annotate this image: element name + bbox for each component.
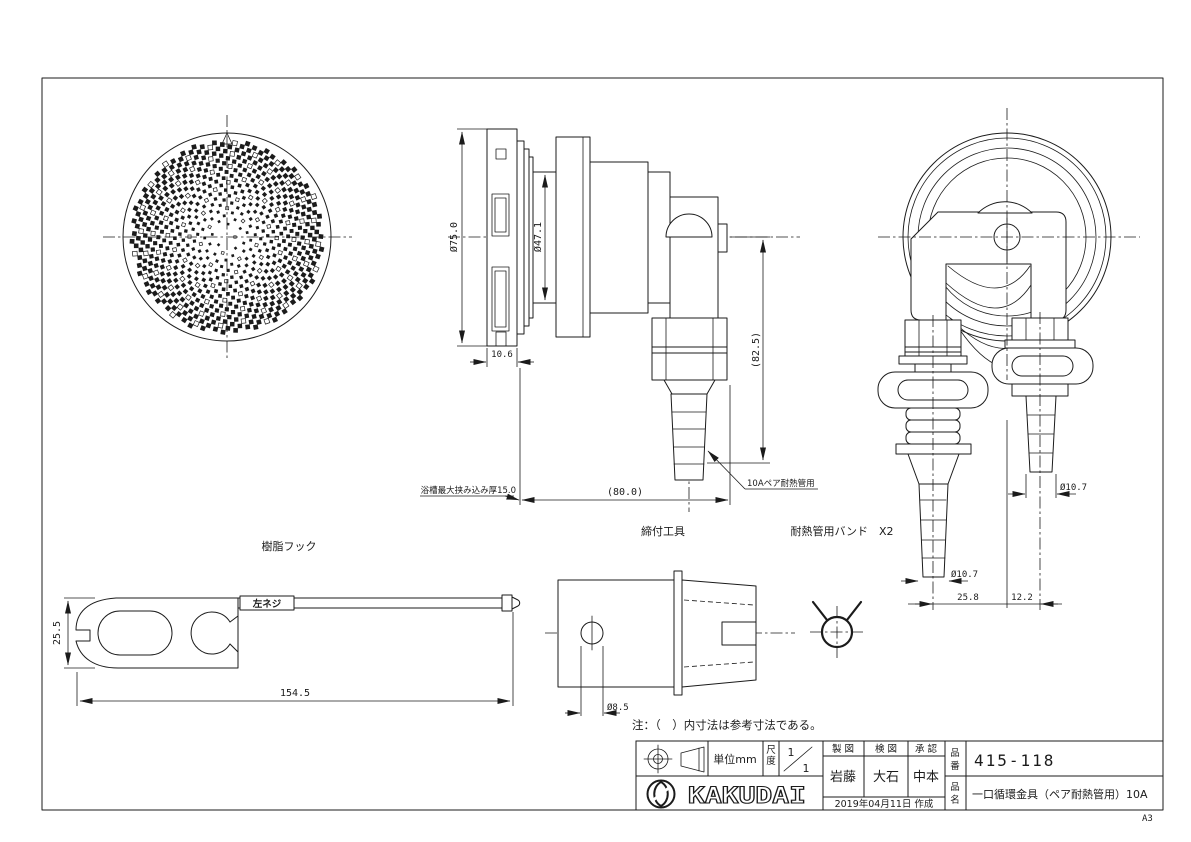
band-prong-left [811, 600, 829, 622]
dim-label-h255: 25.5 [52, 621, 63, 645]
logo-mark-icon [646, 779, 676, 809]
mounting-bracket [910, 211, 1067, 321]
tool-cup [681, 579, 757, 688]
tool-view-label: 締付工具 [641, 524, 685, 538]
creation-date: 2019年04月11日 作成 [835, 798, 934, 810]
pipe-band-view [810, 600, 864, 658]
index-mark-icon [221, 132, 233, 145]
fitting-front-view [877, 108, 1140, 610]
hook-oval-hole [97, 610, 173, 656]
band-prong-right [845, 600, 863, 622]
dim-label-d107-left: Ø10.7 [951, 569, 978, 580]
kakudai-logo: KAKUDAI [646, 779, 807, 810]
drafted-header: 製 図 [832, 743, 854, 755]
cap-dome [977, 201, 1033, 214]
max-clamp-note: 浴槽最大挟み込み厚15.0 [421, 485, 516, 496]
dim-label-d471: Ø47.1 [532, 222, 544, 252]
scale-denominator: 1 [803, 762, 810, 775]
dim-label-h825: (82.5) [751, 332, 762, 368]
scale-numerator: 1 [788, 746, 795, 759]
approved-by: 中本 [913, 770, 939, 785]
left-thread-label: 左ネジ [252, 598, 282, 610]
lock-nut [555, 136, 591, 338]
hose-nut [651, 317, 728, 381]
tightening-tool-view: Ø8.5 [545, 570, 795, 716]
part-no-header: 品番 [950, 748, 960, 772]
side-view-dimensions: Ø75.0 Ø47.1 10.6 (80.0) 浴槽最大挟み込み厚15.0 (8… [420, 128, 818, 505]
hose-barb-left [918, 483, 949, 578]
left-thread-tag [239, 595, 295, 611]
scale-label: 尺度 [766, 745, 776, 767]
drafted-by: 岩藤 [830, 770, 856, 785]
drawing-border [41, 77, 1164, 811]
strainer-cover-view [103, 115, 352, 360]
tool-slot [721, 621, 757, 646]
dim-label-d75: Ø75.0 [448, 222, 460, 252]
brand-name: KAKUDAI [688, 784, 806, 809]
part-number: 415-118 [974, 751, 1055, 770]
band-view-label: 耐熱管用バンド X2 [790, 524, 893, 538]
dim-label-w258: 25.8 [957, 593, 979, 603]
barb-shoulder [663, 379, 716, 395]
dim-label-w80: (80.0) [607, 487, 643, 498]
checked-by: 大石 [873, 770, 899, 785]
dim-label-d85: Ø8.5 [607, 702, 629, 713]
part-name-header: 品名 [950, 782, 960, 806]
projection-symbol-icon [643, 744, 705, 774]
checked-header: 検 図 [875, 743, 897, 755]
title-block: 単位mm 尺度 1 1 製 図 検 図 承 認 岩藤 大石 中本 2019年04… [635, 740, 1164, 811]
unit-label: 単位mm [713, 752, 756, 766]
tool-body [557, 579, 678, 688]
dim-label-w122: 12.2 [1011, 593, 1033, 603]
hook-view-label: 樹脂フック [262, 539, 317, 553]
leader-label-10a: 10Aペア耐熱管用 [747, 478, 815, 489]
dim-label-w106: 10.6 [491, 350, 513, 360]
cover-plate [486, 128, 518, 347]
hose-barb [670, 393, 708, 481]
side-tab [717, 223, 728, 253]
dim-label-d107-right: Ø10.7 [1060, 482, 1087, 493]
tool-flange [673, 570, 683, 696]
valve-body [589, 161, 649, 314]
hook-tip [511, 596, 521, 610]
cap-dome [665, 213, 713, 238]
flange-stack [516, 140, 525, 335]
part-name: 一口循環金具（ペア耐熱管用）10A [972, 787, 1148, 801]
resin-hook-view: 左ネジ 25.5 154.5 [52, 594, 521, 706]
sheet-size-label: A3 [1142, 814, 1153, 824]
dim-label-w1545: 154.5 [280, 688, 310, 699]
fitting-side-view [448, 128, 800, 512]
drawing-note: 注：（ ）内寸法は参考寸法である。 [632, 718, 822, 732]
approved-header: 承 認 [915, 743, 938, 755]
strainer-hole-pattern [129, 140, 325, 335]
band-ring [820, 615, 854, 649]
hook-c-notch [190, 611, 231, 655]
front-view-dimensions: Ø10.7 Ø10.7 25.8 12.2 [901, 420, 1087, 608]
